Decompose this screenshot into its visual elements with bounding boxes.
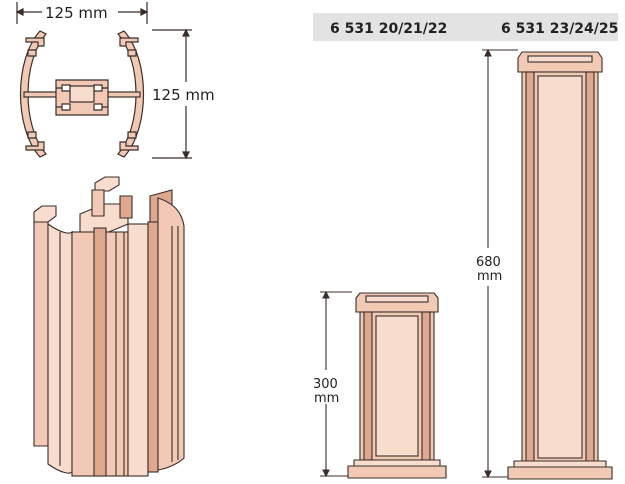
profile-3d-section [33, 176, 185, 477]
reference-header: 6 531 20/21/22 6 531 23/24/25 [313, 13, 618, 41]
tall-column-base [507, 466, 613, 480]
reference-tall-column: 6 531 23/24/25 [501, 21, 618, 37]
profile-3d-left-wall [33, 221, 49, 447]
short-column-height-value: 300 [313, 377, 338, 392]
short-column-height-unit: mm [314, 391, 339, 406]
profile-3d-right-wall [157, 197, 185, 471]
tall-column: 680 mm [476, 48, 613, 480]
short-column: 300 mm [313, 290, 447, 479]
height-label: 125 mm [152, 86, 215, 104]
tall-column-height-dimension [482, 48, 518, 479]
tall-column-height-value: 680 [476, 255, 501, 270]
header-band [313, 13, 618, 41]
height-dimension [152, 28, 192, 160]
short-column-height-dimension [320, 290, 352, 478]
profile-cross-section: 125 mm 125 mm [15, 2, 215, 160]
tall-column-height-unit: mm [477, 269, 502, 284]
profile-left-wall [20, 30, 47, 158]
width-label: 125 mm [45, 4, 108, 22]
width-dimension [15, 2, 149, 24]
short-column-base [347, 465, 447, 479]
profile-right-wall [117, 30, 144, 158]
reference-short-column: 6 531 20/21/22 [330, 21, 447, 37]
